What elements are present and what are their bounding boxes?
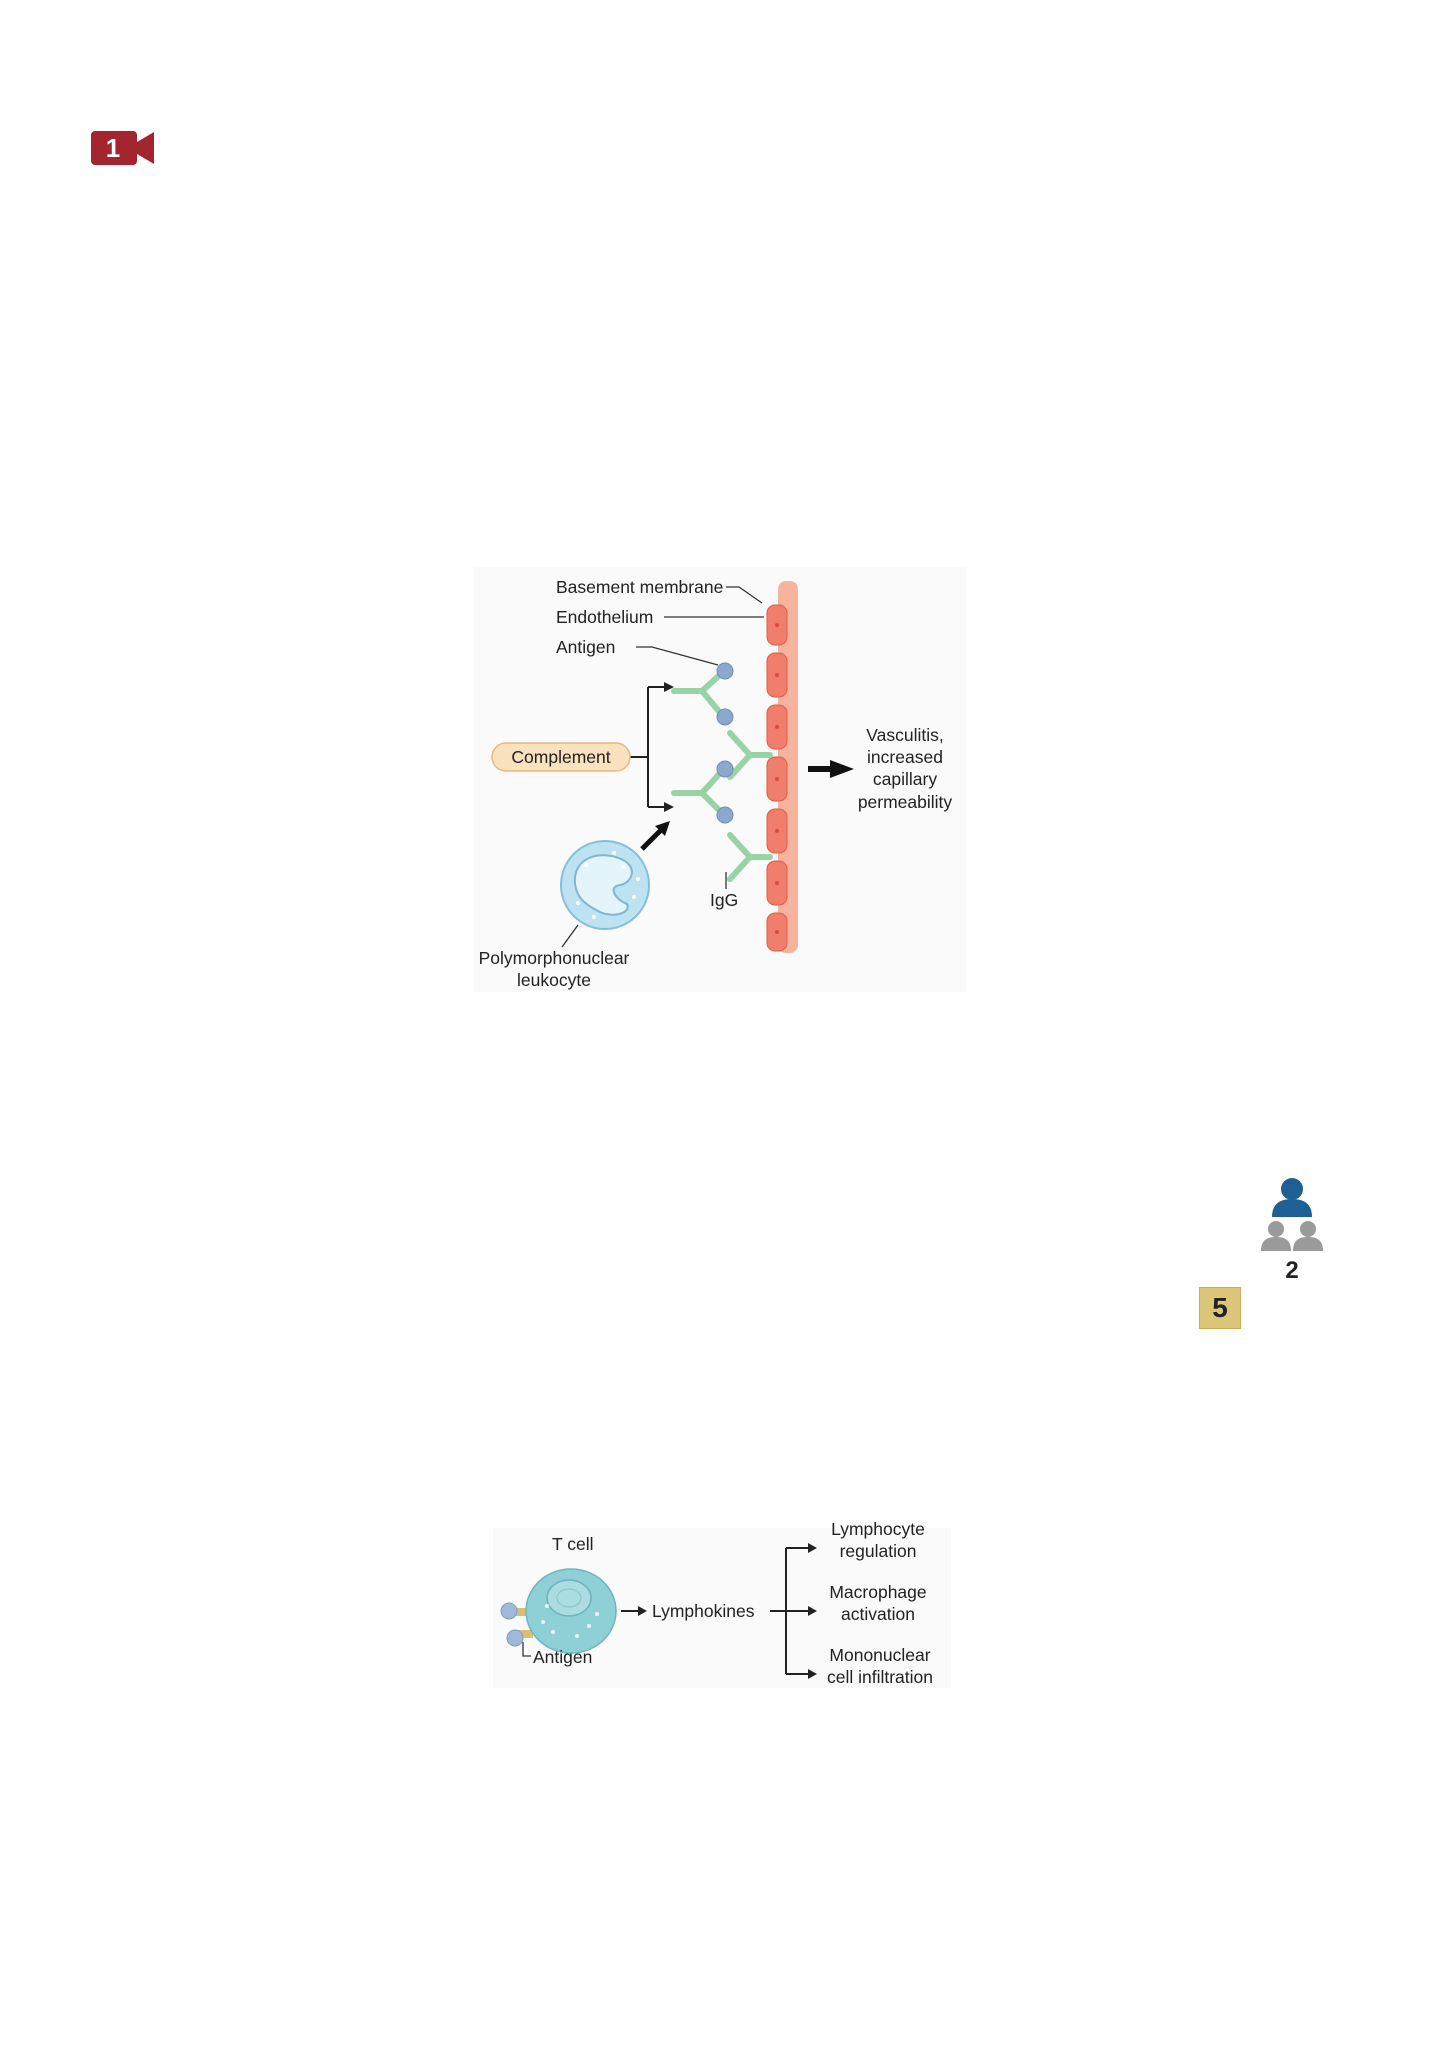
endothelium-label: Endothelium — [556, 607, 654, 627]
t-cell — [525, 1568, 617, 1654]
t-cell-label: T cell — [552, 1534, 594, 1554]
output2-line1: Macrophage — [829, 1582, 927, 1602]
people-hierarchy-icon — [1261, 1178, 1323, 1251]
antigens — [716, 662, 734, 824]
result-label-line2: increased — [867, 747, 943, 767]
t-cell-figure: T cell Antigen Lymphokines Lymphocyte re… — [493, 1518, 951, 1694]
polymorphonuclear-leukocyte — [560, 840, 650, 930]
result-label-line4: permeability — [857, 792, 953, 812]
basement-membrane-label: Basement membrane — [556, 577, 724, 597]
t-cell-diagram — [493, 1528, 951, 1688]
video-camera-icon — [91, 131, 154, 165]
video-number: 1 — [105, 133, 121, 163]
result-label-line1: Vasculitis, — [866, 725, 944, 745]
number-badge[interactable]: 5 — [1199, 1287, 1241, 1329]
people-badge[interactable]: 2 — [1256, 1173, 1328, 1285]
igg-label: IgG — [710, 890, 739, 910]
lymphokines-label: Lymphokines — [652, 1601, 755, 1621]
antigen-label: Antigen — [533, 1647, 593, 1667]
result-label-line3: capillary — [872, 769, 938, 789]
video-badge[interactable]: 1 — [91, 129, 155, 167]
immune-complex-diagram — [474, 567, 966, 992]
pmn-label-line2: leukocyte — [517, 970, 591, 990]
output3-line1: Mononuclear — [829, 1645, 931, 1665]
number-badge-value: 5 — [1212, 1292, 1228, 1323]
antigen-receptors — [500, 1602, 533, 1647]
complement-label: Complement — [511, 747, 611, 767]
people-badge-number: 2 — [1285, 1257, 1299, 1284]
output1-line1: Lymphocyte — [831, 1519, 925, 1539]
antigen-label: Antigen — [556, 637, 616, 657]
output2-line2: activation — [841, 1604, 915, 1624]
pmn-label-line1: Polymorphonuclear — [478, 948, 630, 968]
immune-complex-figure: Basement membrane Endothelium Antigen Co… — [474, 567, 966, 992]
output3-line2: cell infiltration — [826, 1667, 934, 1687]
output1-line2: regulation — [839, 1541, 917, 1561]
complement-pill — [491, 742, 631, 772]
